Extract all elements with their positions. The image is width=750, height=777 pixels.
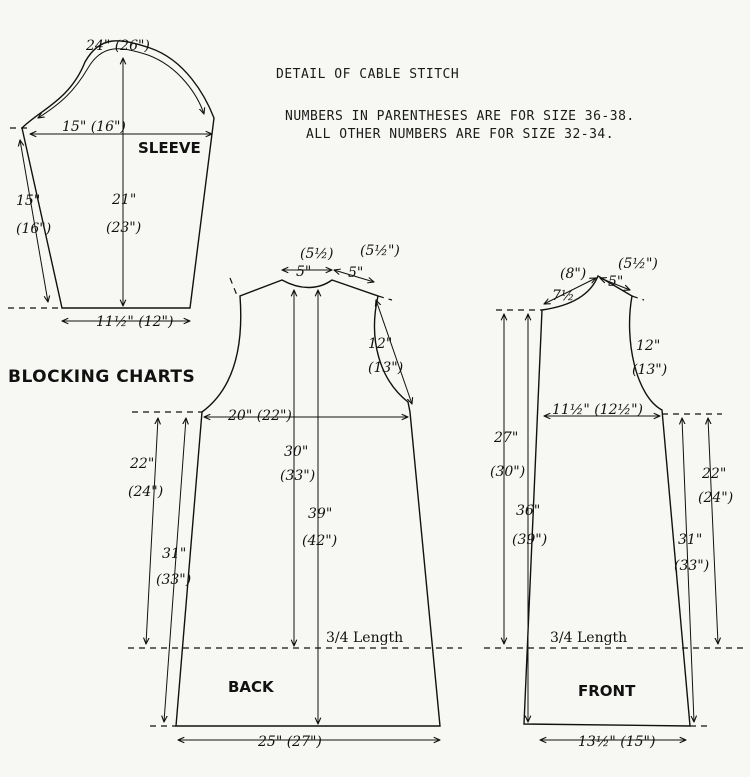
- front-neck-arrow: [544, 278, 596, 304]
- sleeve-cap-arrow: [38, 48, 204, 118]
- front-armhole-measure: 12": [636, 338, 660, 354]
- sleeve-side-measure: 15": [16, 193, 40, 209]
- front-length-measure-alt: (30"): [490, 464, 525, 480]
- front-bottom-measure: 13½" (15"): [578, 734, 655, 750]
- front-chart: (8") 7½ 5" (5½") 12" (13") 11½" (12½") 2…: [484, 256, 748, 750]
- sleeve-label: SLEEVE: [138, 139, 201, 157]
- size-note-line-2: ALL OTHER NUMBERS ARE FOR SIZE 32-34.: [306, 127, 614, 142]
- front-length-measure: 27": [493, 430, 518, 446]
- front-chest-measure: 11½" (12½"): [552, 402, 643, 418]
- back-length-measure-alt: (33"): [280, 468, 315, 484]
- front-outer-measure: 31": [678, 532, 702, 548]
- back-chart: (5½) 5" 5" (5½") 12" (13") 20" (22") 30"…: [128, 243, 462, 750]
- front-neck-measure-alt: (8"): [560, 266, 586, 282]
- sleeve-chart: 24" (26") 15" (16") SLEEVE 15" (16") 21"…: [8, 38, 215, 330]
- sleeve-top-width-measure: 15" (16"): [62, 119, 126, 135]
- back-chest-measure: 20" (22"): [227, 408, 292, 424]
- front-outline: [523, 274, 691, 727]
- back-label: BACK: [228, 678, 275, 696]
- back-outer-arrow: [164, 418, 186, 722]
- back-armhole-arrow: [376, 300, 412, 404]
- front-shoulder-guide: [631, 295, 645, 301]
- back-armhole-measure: 12": [368, 336, 392, 352]
- sleeve-outline: [21, 40, 215, 309]
- back-three-quarter-label: 3/4 Length: [326, 630, 403, 646]
- back-shoulder-measure: 5": [348, 265, 363, 281]
- back-right-shoulder-guide: [377, 295, 393, 301]
- back-side-arrow: [146, 418, 158, 644]
- front-full-length-measure: 36": [516, 503, 540, 519]
- blocking-charts-title: BLOCKING CHARTS: [8, 367, 195, 387]
- back-length-measure: 30": [284, 444, 308, 460]
- back-shoulder-arrow: [334, 270, 374, 282]
- sleeve-cap-measure: 24" (26"): [85, 38, 150, 54]
- back-bottom-measure: 25" (27"): [257, 734, 322, 750]
- sleeve-length-measure: 21": [111, 192, 136, 208]
- back-outer-measure: 31": [162, 546, 186, 562]
- sleeve-length-measure-alt: (23"): [106, 220, 141, 236]
- front-side-measure-alt: (24"): [698, 490, 733, 506]
- front-armhole-measure-alt: (13"): [632, 362, 667, 378]
- back-outer-measure-alt: (33"): [156, 572, 191, 588]
- front-shoulder-measure: 5": [608, 274, 623, 290]
- back-armhole-measure-alt: (13"): [368, 360, 403, 376]
- front-shoulder-arrow: [600, 278, 630, 290]
- sleeve-side-arrow: [20, 140, 48, 302]
- sleeve-side-measure-alt: (16"): [16, 221, 51, 237]
- front-side-measure: 22": [701, 466, 726, 482]
- front-neck-measure: 7½: [552, 288, 574, 304]
- back-neck-measure: 5": [296, 264, 311, 280]
- back-side-measure-alt: (24"): [128, 484, 163, 500]
- sleeve-bottom-measure: 11½" (12"): [96, 314, 173, 330]
- back-neck-top-measure: (5½): [300, 246, 333, 262]
- back-full-length-measure: 39": [308, 506, 332, 522]
- size-note-line-1: NUMBERS IN PARENTHESES ARE FOR SIZE 36-3…: [285, 109, 635, 124]
- back-full-length-measure-alt: (42"): [302, 533, 337, 549]
- front-outer-measure-alt: (33"): [674, 558, 709, 574]
- front-outer-arrow: [682, 418, 694, 722]
- front-three-quarter-label: 3/4 Length: [550, 630, 627, 646]
- back-side-measure: 22": [129, 456, 154, 472]
- front-full-length-measure-alt: (39"): [512, 532, 547, 548]
- back-left-shoulder-guide: [229, 277, 239, 299]
- front-shoulder-measure-alt: (5½"): [618, 256, 658, 272]
- cable-stitch-heading: DETAIL OF CABLE STITCH: [276, 67, 459, 82]
- back-shoulder-measure-alt: (5½"): [360, 243, 400, 259]
- back-outline: [175, 279, 441, 727]
- front-side-arrow: [708, 418, 718, 644]
- front-label: FRONT: [578, 682, 636, 700]
